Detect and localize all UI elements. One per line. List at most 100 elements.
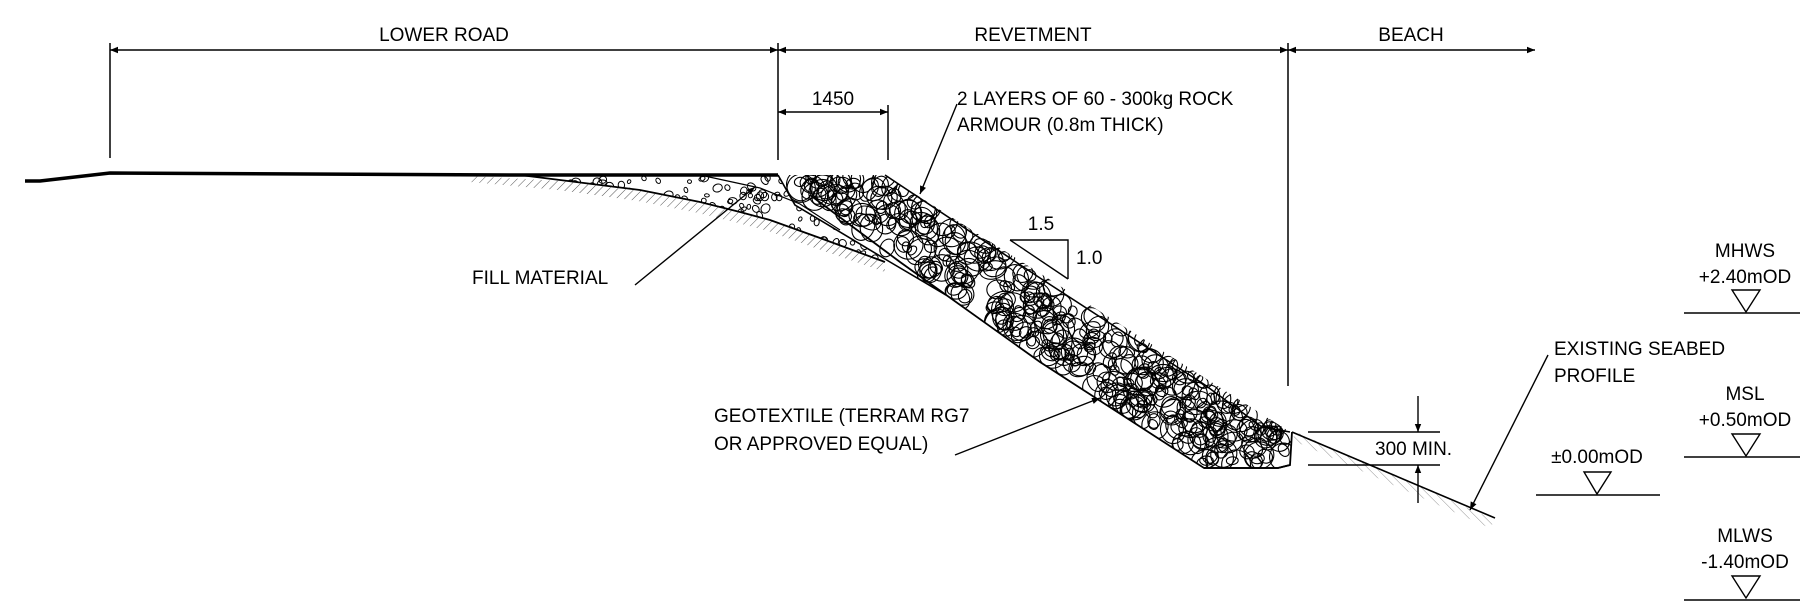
level-marker-mlws: MLWS -1.40mOD [1684,526,1800,601]
armour-leader [919,103,958,195]
datum-triangle [1582,471,1613,496]
zone-label-lower-road: LOWER ROAD [379,25,509,46]
stone-shape [827,176,850,205]
stone-shape [926,222,953,248]
stone-shape [760,239,766,245]
stone-shape [524,231,535,242]
stone-shape [1163,410,1179,424]
stone-shape [1061,313,1076,329]
stone-shape [851,213,876,241]
stone-shape [1039,318,1070,348]
stone-shape [1022,308,1037,324]
stone-shape [644,251,652,258]
stone-shape [1009,314,1036,342]
stone-shape [887,187,902,204]
stone-shape [1127,387,1146,408]
stone-shape [787,242,792,248]
stone-shape [543,196,551,203]
toe-depth-label: 300 MIN. [1375,439,1452,460]
stone-shape [999,280,1013,293]
stone-shape [520,203,526,212]
stone-shape [1217,431,1244,454]
road-surface [25,171,778,183]
stone-shape [666,210,675,218]
stone-shape [609,224,617,232]
stone-shape [1181,390,1213,416]
stone-shape [583,214,592,225]
stone-shape [1105,384,1128,407]
stone-shape [744,247,751,256]
stone-shape [1178,418,1204,439]
stone-shape [705,253,711,260]
stone-shape [1147,413,1161,429]
stone-shape [626,179,632,184]
stone-shape [752,197,762,205]
mlws-triangle [1730,575,1762,600]
stone-shape [805,175,817,185]
stone-shape [1205,437,1228,453]
mhws-triangle [1730,289,1762,314]
stone-shape [871,175,889,197]
stone-shape [658,214,667,223]
stone-shape [558,228,565,235]
stone-shape [641,228,651,238]
stone-shape [553,196,560,203]
armour-note-line1: 2 LAYERS OF 60 - 300kg ROCK [957,89,1234,110]
stone-shape [1147,361,1161,375]
stone-shape [629,207,636,212]
stone-shape [538,225,547,234]
stone-shape [1036,295,1053,309]
stone-shape [659,206,665,211]
stone-shape [698,175,706,182]
stone-shape [1257,448,1274,464]
level-marker-mhws: MHWS +2.40mOD [1684,241,1800,314]
stone-shape [1079,321,1101,339]
stone-shape [1215,437,1229,454]
zone-label-revetment: REVETMENT [974,25,1092,46]
stone-shape [580,244,587,252]
stone-shape [815,175,832,187]
stone-shape [733,227,739,233]
msl-triangle [1730,433,1762,458]
stone-shape [693,218,699,226]
slope-vertical-label: 1.0 [1076,248,1102,269]
stone-shape [748,243,758,252]
stone-shape [605,240,616,251]
slope-horizontal-label: 1.5 [1028,214,1054,235]
stone-shape [956,242,979,265]
stone-shape [680,211,686,217]
stone-shape [1036,304,1049,317]
stone-shape [1198,384,1221,406]
stone-shape [789,240,795,248]
stone-shape [855,205,882,231]
datum-value: ±0.00mOD [1551,447,1643,468]
stone-shape [603,206,609,212]
stone-shape [1151,372,1172,390]
msl-name: MSL [1725,384,1764,405]
stone-shape [622,251,630,259]
stone-shape [1159,398,1187,426]
stone-shape [642,234,649,241]
stone-shape [1003,264,1029,292]
stone-shape [649,257,655,262]
stone-shape [1109,345,1128,360]
stone-shape [929,260,944,275]
stone-shape [1243,437,1268,459]
stone-shape [755,191,765,202]
stone-shape [903,210,922,225]
stone-shape [1184,395,1196,411]
stone-shape [895,236,911,253]
stone-shape [702,232,710,238]
seabed-note-line1: EXISTING SEABED [1554,339,1725,360]
stone-shape [638,217,647,225]
stone-shape [560,226,569,233]
stone-shape [801,181,829,211]
stone-shape [600,208,607,215]
stone-shape [551,225,563,234]
stone-shape [631,216,641,225]
stone-shape [572,243,580,252]
annotation-leaders [634,103,1549,511]
stone-shape [687,179,692,184]
stone-shape [756,235,762,242]
stone-shape [739,191,747,201]
